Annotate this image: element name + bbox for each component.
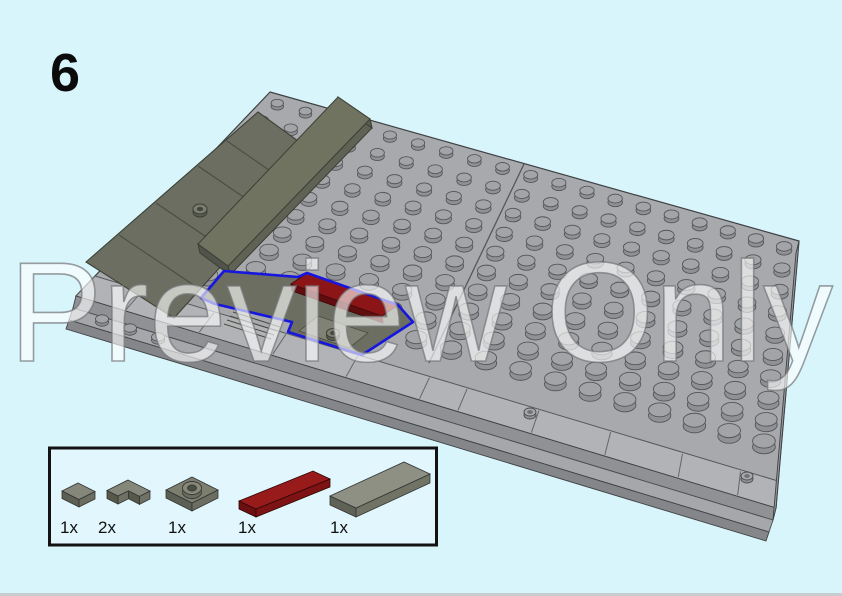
step-number: 6	[50, 43, 80, 103]
hollow-stud	[326, 328, 340, 341]
part-count-label: 1x	[168, 518, 186, 537]
highlight-outline	[199, 269, 415, 357]
highlighted-new-pieces	[199, 269, 415, 357]
dark-gray-border-plates	[85, 95, 373, 319]
raised-bar-top-face	[197, 96, 371, 267]
part-count-label: 1x	[238, 518, 256, 537]
front-strip-hollow-stud-2	[740, 471, 754, 484]
part-count-label: 2x	[98, 518, 116, 537]
plate-stack-line	[229, 315, 278, 332]
parts-box: 1x 2x 1x 1x 1x	[48, 446, 438, 547]
part-dark-gray-2x2-jumper-plate	[165, 476, 219, 512]
lower-step-studs	[95, 314, 165, 345]
watermark-text: Preview Only	[9, 233, 833, 392]
plate-stack-line	[226, 319, 275, 336]
plate-seam	[118, 234, 199, 289]
lego-assembly	[65, 91, 800, 542]
part-dark-gray-2x2-corner-plate	[106, 479, 151, 505]
hollow-stud	[192, 203, 208, 218]
part-count-label: 1x	[330, 518, 348, 537]
plate-stack-line	[223, 323, 272, 340]
part-dark-gray-2x4-tile	[329, 461, 431, 518]
tile-band-joints	[125, 290, 742, 496]
page-edge-line	[0, 593, 842, 596]
front-strip-hollow-stud	[523, 407, 537, 420]
right-side-wall	[772, 240, 800, 521]
lower-layer-side-wall	[65, 319, 770, 542]
plate-stack-line	[232, 311, 281, 328]
part-dark-gray-1x1-tile	[61, 482, 96, 508]
baseplate-seam	[428, 163, 525, 364]
part-count-label: 1x	[60, 518, 78, 537]
part-dark-red-1x4-tile	[238, 470, 331, 518]
